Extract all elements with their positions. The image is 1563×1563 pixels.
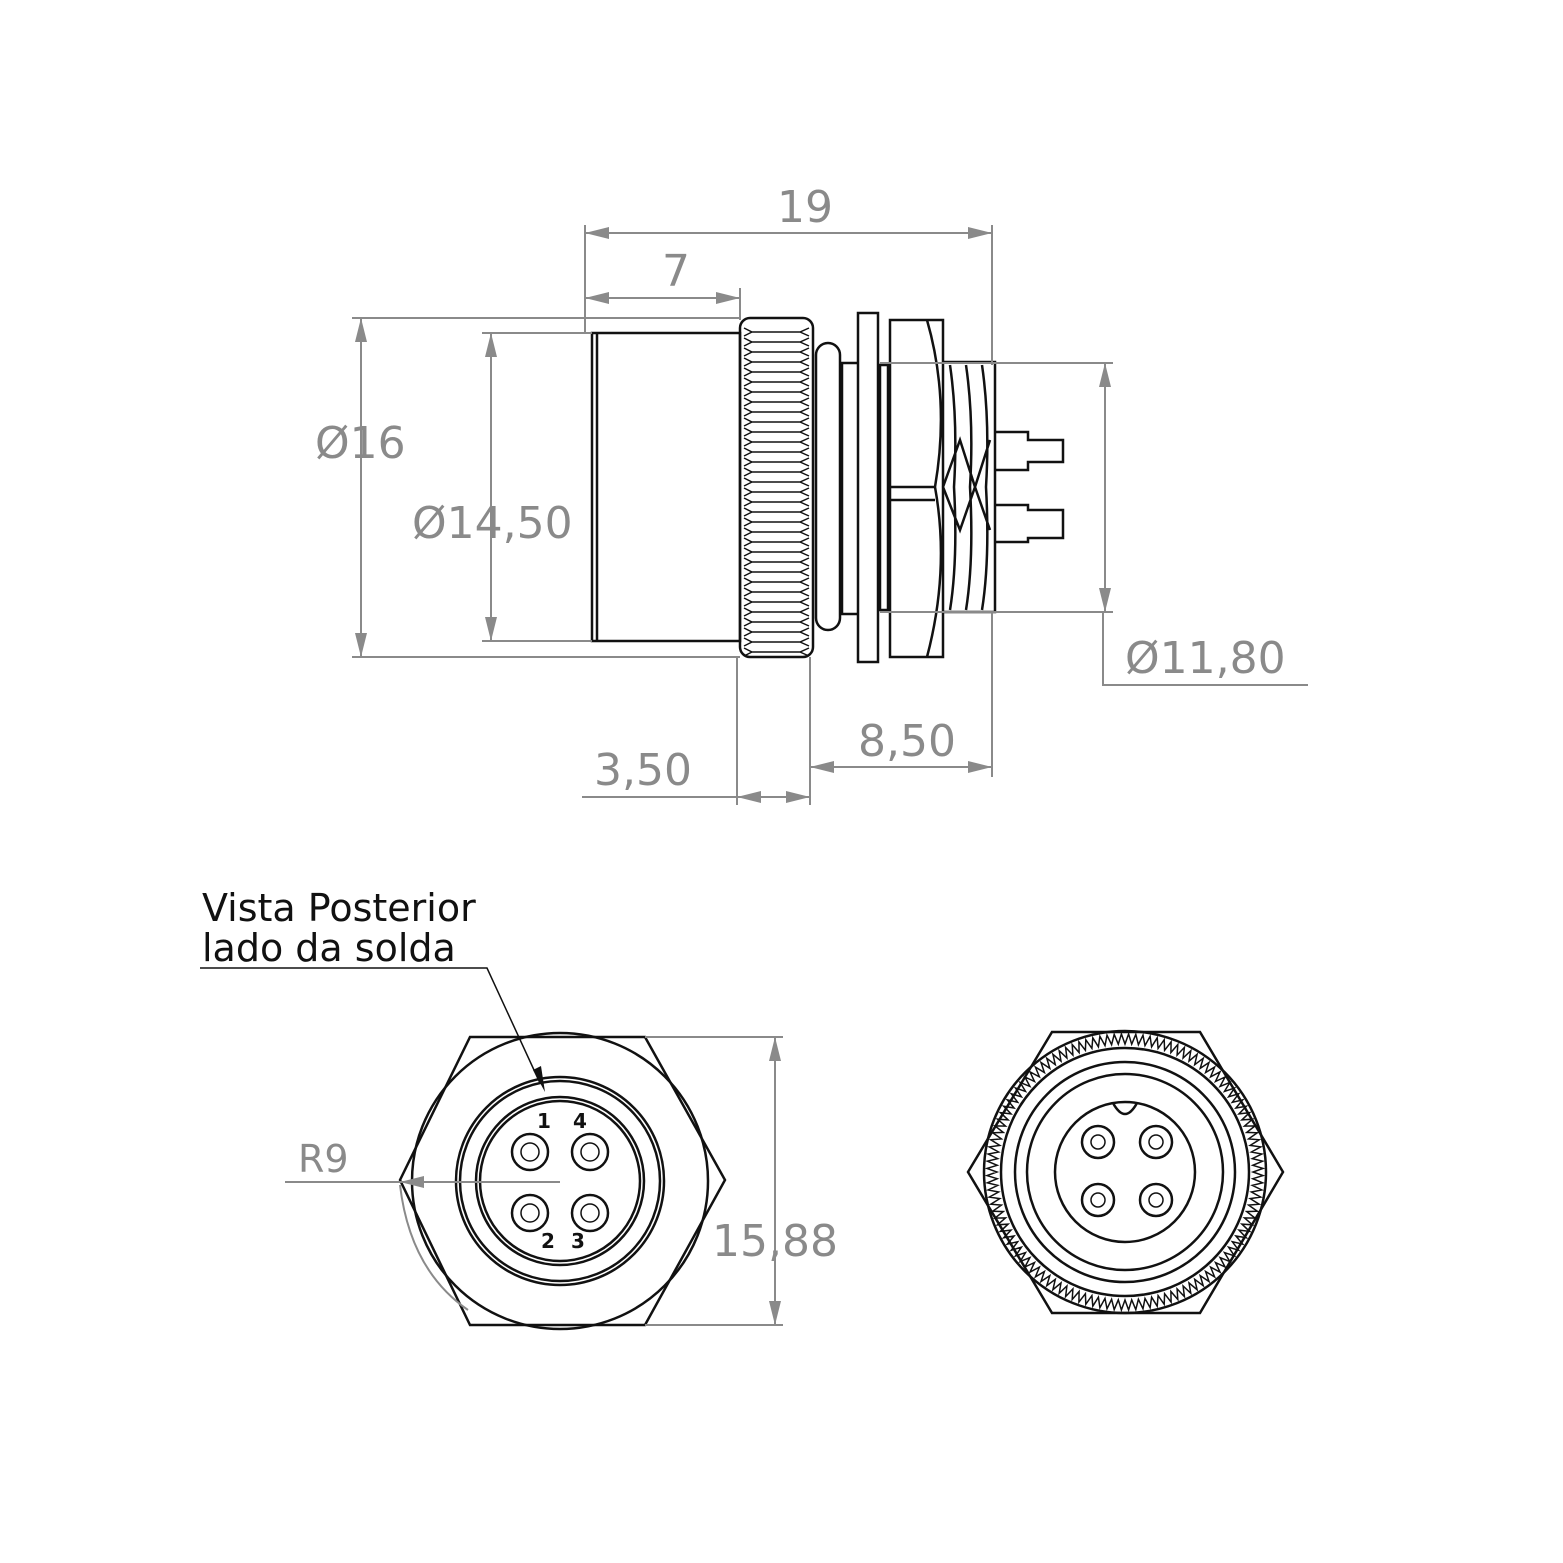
pin-socket [1080, 1124, 1116, 1160]
dim-hex-across-flats: 15,88 [712, 1216, 838, 1267]
dim-rear-length: 8,50 [858, 716, 956, 767]
dim-nut-width: 3,50 [594, 745, 692, 796]
knurl-ridge [743, 497, 810, 507]
knurl-ridges [743, 327, 810, 657]
keyway [1111, 1102, 1139, 1116]
knurl-ridge [743, 597, 810, 607]
knurl-ridge [743, 627, 810, 637]
solder-pin [995, 430, 1065, 472]
knurl-ridge [743, 477, 810, 487]
knurl-ridge [743, 387, 810, 397]
thread [941, 360, 997, 614]
knurl-ridge [743, 357, 810, 367]
pin-socket [1138, 1124, 1174, 1160]
pin-socket [570, 1132, 610, 1172]
knurl-ridge [743, 397, 810, 407]
knurl-ridge [743, 447, 810, 457]
pin-socket [510, 1193, 550, 1233]
knurl-ridge [743, 367, 810, 377]
knurl-teeth-path [984, 1031, 1266, 1313]
knurl-ridge [743, 607, 810, 617]
knurl-ridge [743, 547, 810, 557]
knurl-ridge [743, 347, 810, 357]
dim-body-diameter: Ø14,50 [412, 498, 573, 549]
knurl-ridge [743, 637, 810, 647]
knurl-ridge [743, 507, 810, 517]
knurl-ridge [743, 647, 810, 657]
pin-socket [1080, 1182, 1116, 1218]
knurl-ridge [743, 407, 810, 417]
knurl-ridge [743, 577, 810, 587]
knurl-ridge [743, 337, 810, 347]
rear-view: 1 4 2 3 R9 15,88 Vista Posterior lado da… [200, 886, 838, 1331]
pin-socket [510, 1132, 550, 1172]
dim-outer-diameter: Ø16 [315, 418, 406, 469]
side-view [590, 311, 1065, 664]
pin-contact [520, 1142, 540, 1162]
knurl-ridge [743, 417, 810, 427]
pin-contact [1090, 1192, 1106, 1208]
panel-washer [856, 311, 880, 664]
hex-outline [966, 1030, 1285, 1315]
knurl-ridge [743, 457, 810, 467]
connector-body [590, 331, 742, 643]
knurled-coupling-nut [738, 316, 815, 659]
dim-front-length: 7 [662, 246, 690, 297]
knurl-ridge [743, 537, 810, 547]
pin-contact [1148, 1192, 1164, 1208]
pin-contact [1090, 1134, 1106, 1150]
pin-contact [580, 1203, 600, 1223]
knurl-ridge [743, 587, 810, 597]
hex-nut [888, 318, 945, 659]
side-dimensions: 19 7 Ø16 Ø14,50 Ø11,80 8,50 3,50 [315, 182, 1308, 805]
pin-label-4: 4 [573, 1109, 587, 1133]
dim-radius: R9 [298, 1137, 349, 1181]
knurl-ridge [743, 567, 810, 577]
view-title: Vista Posterior [202, 886, 476, 930]
solder-pin [995, 503, 1065, 544]
knurl-ridge [743, 377, 810, 387]
pin-contact [580, 1142, 600, 1162]
pin-socket [1138, 1182, 1174, 1218]
dim-thread-diameter: Ø11,80 [1125, 633, 1286, 684]
pin-contact [520, 1203, 540, 1223]
view-subtitle: lado da solda [202, 926, 456, 970]
knurl-ridge [743, 527, 810, 537]
knurl-ridge [743, 557, 810, 567]
knurl-ridge [743, 487, 810, 497]
pin-contact [1148, 1134, 1164, 1150]
pin-label-2: 2 [541, 1229, 555, 1253]
pin-socket [570, 1193, 610, 1233]
knurl-ridge [743, 327, 810, 337]
knurl-ridge [743, 427, 810, 437]
knurl-teeth [984, 1031, 1266, 1313]
knurl-ridge [743, 467, 810, 477]
front-view [966, 1029, 1285, 1315]
knurl-ridge [743, 517, 810, 527]
hex-outline [398, 1035, 727, 1327]
pin-label-3: 3 [571, 1229, 585, 1253]
knurl-ridge [743, 437, 810, 447]
o-ring [814, 341, 842, 632]
knurl-ridge [743, 617, 810, 627]
dim-overall-length: 19 [777, 182, 833, 233]
pin-label-1: 1 [537, 1109, 551, 1133]
